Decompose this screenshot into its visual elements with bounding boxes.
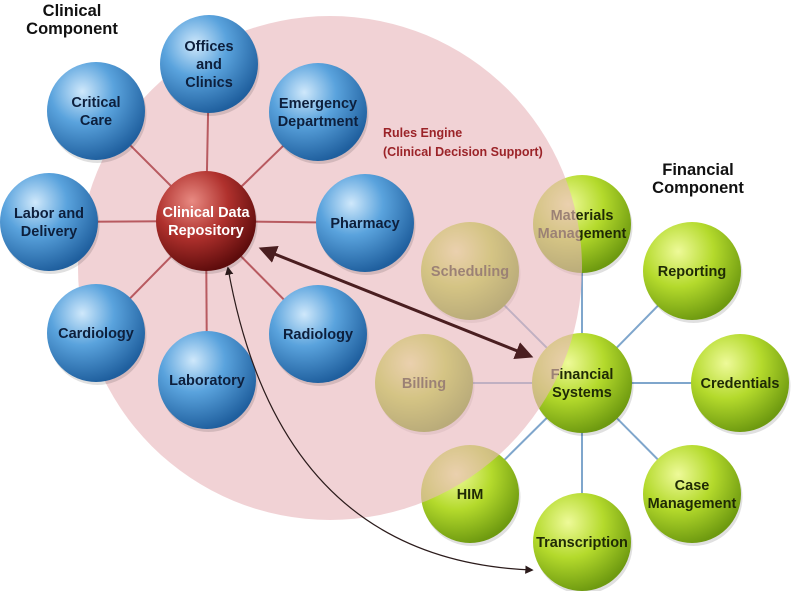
rules-engine-subtitle: (Clinical Decision Support) (383, 145, 543, 159)
node-circle-offices-and-clinics (160, 15, 258, 113)
node-label-critical-care: Care (80, 113, 112, 129)
clinical-heading-line-2: Component (26, 20, 118, 38)
transcription-link-arrow (225, 266, 534, 574)
node-label-credentials: Credentials (701, 376, 780, 392)
node-circle-critical-care (47, 62, 145, 160)
node-label-financial-systems: Financial (551, 367, 614, 383)
node-label-emergency-department: Department (278, 114, 359, 130)
node-label-cardiology: Cardiology (58, 326, 134, 342)
node-label-laboratory: Laboratory (169, 373, 245, 389)
financial-heading-line-1: Financial (662, 161, 734, 179)
node-reporting: Reporting (643, 222, 743, 323)
financial-heading-line-2: Component (652, 179, 744, 197)
node-label-case-management: Management (648, 496, 737, 512)
node-label-financial-systems: Systems (552, 385, 612, 401)
clinical-component-heading: Clinical Component (8, 2, 136, 38)
node-label-transcription: Transcription (536, 535, 628, 551)
rules-engine-label: Rules Engine (Clinical Decision Support) (383, 124, 553, 162)
node-label-him: HIM (457, 487, 484, 503)
node-label-offices-and-clinics: and (196, 57, 222, 73)
node-label-offices-and-clinics: Clinics (185, 75, 233, 91)
node-circle-labor-and-delivery (0, 173, 98, 271)
node-circle-emergency-department (269, 63, 367, 161)
rules-engine-title: Rules Engine (383, 126, 463, 140)
node-circle-cardiology (47, 284, 145, 382)
financial-component-heading: Financial Component (634, 161, 762, 197)
node-circle-reporting (643, 222, 741, 320)
node-label-labor-and-delivery: Labor and (14, 206, 84, 222)
node-label-radiology: Radiology (283, 327, 353, 343)
node-circle-case-management (643, 445, 741, 543)
node-label-case-management: Case (675, 478, 710, 494)
node-label-pharmacy: Pharmacy (330, 216, 399, 232)
node-label-reporting: Reporting (658, 264, 726, 280)
node-label-clinical-data-repository: Repository (168, 223, 244, 239)
node-transcription: Transcription (533, 493, 633, 591)
node-label-labor-and-delivery: Delivery (21, 224, 77, 240)
node-label-critical-care: Critical (71, 95, 120, 111)
node-credentials: Credentials (691, 334, 791, 435)
node-circle-clinical-data-repository (156, 171, 256, 271)
node-label-offices-and-clinics: Offices (184, 39, 233, 55)
node-circle-transcription (533, 493, 631, 591)
node-label-emergency-department: Emergency (279, 96, 357, 112)
node-circle-credentials (691, 334, 789, 432)
node-label-clinical-data-repository: Clinical Data (162, 205, 250, 221)
clinical-heading-line-1: Clinical (42, 2, 102, 20)
node-cardiology: Cardiology (47, 284, 147, 385)
